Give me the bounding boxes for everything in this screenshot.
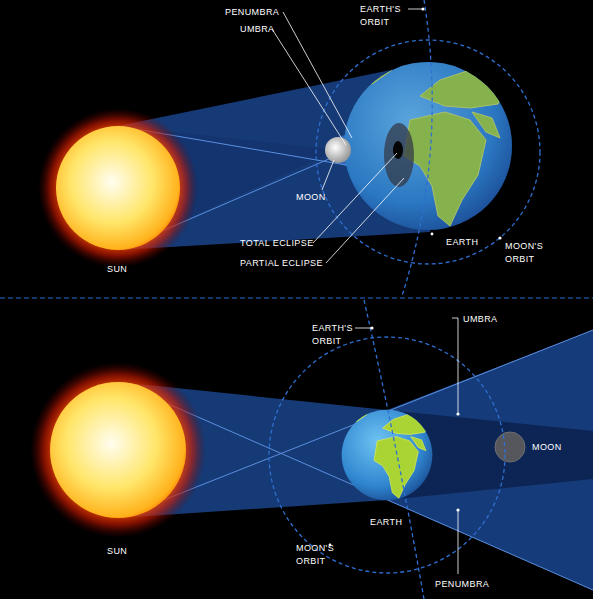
moon	[325, 137, 351, 163]
sun	[56, 126, 180, 250]
label: PENUMBRA	[225, 6, 279, 19]
label: UMBRA	[463, 313, 498, 326]
leader-dots	[329, 326, 460, 546]
leader-dots	[421, 7, 501, 239]
earth-orbit	[364, 300, 424, 599]
label: MOON	[532, 441, 562, 454]
label: MOON	[296, 191, 326, 204]
label: EARTH'S ORBIT	[312, 322, 358, 348]
earth-orbit	[402, 0, 432, 296]
label: TOTAL ECLIPSE	[240, 237, 314, 250]
moon-orbit	[269, 337, 505, 573]
label: PENUMBRA	[435, 578, 489, 591]
moon-orbit	[316, 40, 540, 264]
earth	[342, 404, 433, 500]
sun-corona	[38, 108, 198, 268]
label: SUN	[107, 545, 127, 558]
label: MOON'S ORBIT	[505, 240, 551, 266]
sun	[50, 382, 186, 518]
label: EARTH	[446, 236, 478, 249]
earth	[344, 52, 512, 230]
label: MOON'S ORBIT	[296, 542, 342, 568]
label: EARTH	[370, 516, 402, 529]
moon	[495, 432, 525, 462]
label: UMBRA	[240, 23, 275, 36]
panel-divider	[0, 297, 593, 298]
label: PARTIAL ECLIPSE	[240, 257, 323, 270]
penumbra-shadow	[384, 123, 414, 187]
label: EARTH'S ORBIT	[360, 3, 406, 29]
sun-corona	[30, 362, 206, 538]
leader-lines	[355, 318, 458, 574]
label: SUN	[107, 263, 127, 276]
umbra-shadow	[393, 141, 403, 159]
leader-lines	[272, 9, 423, 263]
